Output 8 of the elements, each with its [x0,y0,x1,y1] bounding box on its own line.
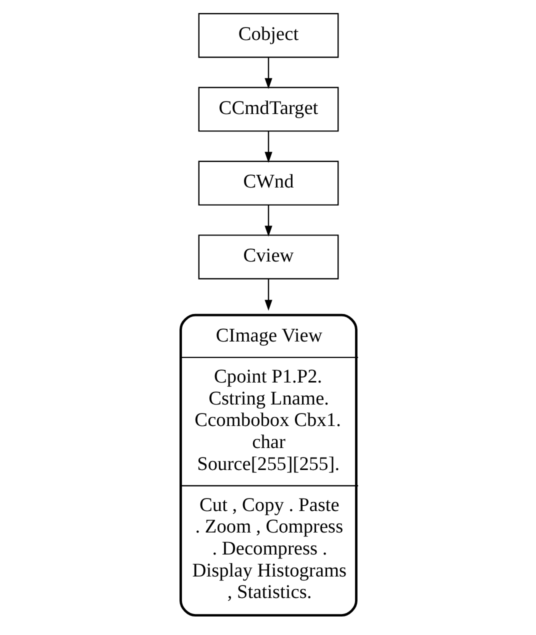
arrow [264,205,272,237]
arrow [264,58,272,89]
node-box: CCmdTarget [198,86,338,132]
arrow [264,278,272,311]
arrow [264,131,272,163]
node-box: CWnd [198,160,338,206]
node-box: Cview [198,234,338,280]
node-box: Cobject [198,13,338,58]
